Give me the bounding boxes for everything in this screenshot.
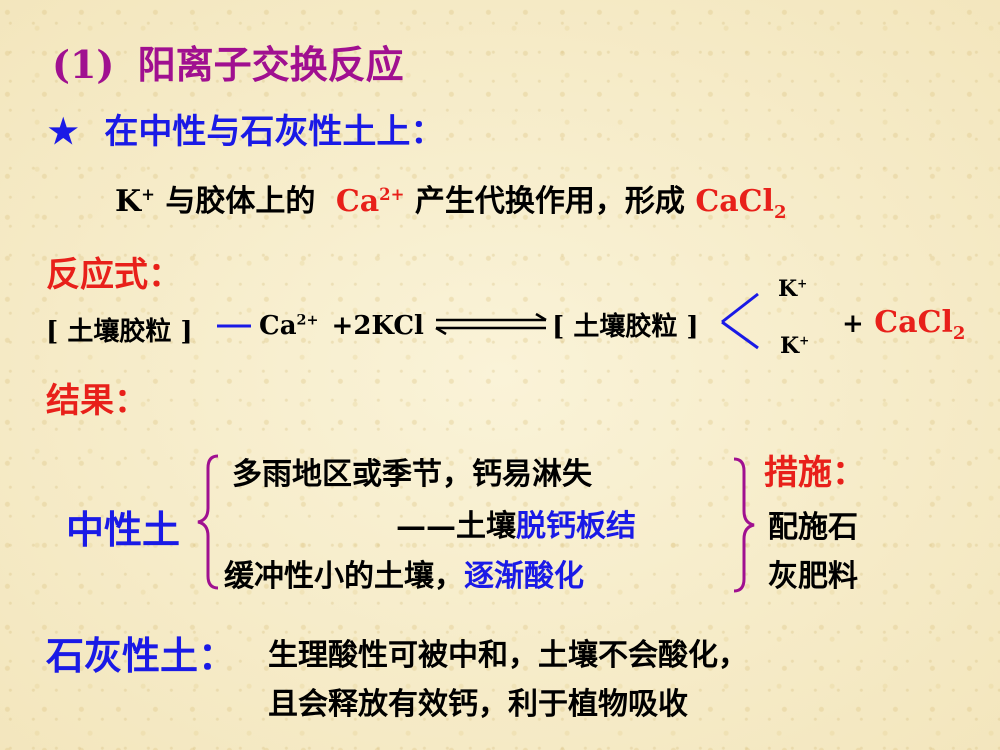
reaction-product: + CaCl2 [842, 305, 966, 344]
slide-title: (1) 阳离子交换反应 [52, 34, 404, 89]
acidification-highlight: 逐渐酸化 [464, 559, 584, 594]
section-heading: 在中性与石灰性土上： [104, 112, 445, 152]
neutral-line-2: ——土壤脱钙板结 [396, 509, 636, 544]
k-top: K+ [778, 276, 808, 302]
exchange-description: K+ 与胶体上的 Ca2+ 产生代换作用，形成 CaCl2 [115, 176, 787, 223]
star-icon: ★ [48, 112, 79, 152]
title-number: (1) [52, 42, 115, 87]
equilibrium-arrow-icon [435, 312, 547, 336]
k-charge: + [141, 185, 155, 204]
decalcification-highlight: 脱钙板结 [516, 509, 636, 544]
neutral-line-1: 多雨地区或季节，钙易淋失 [232, 457, 592, 492]
reaction-ca-reagent: Ca2+ +2KCl [259, 311, 424, 341]
description-middle: 与胶体上的 [165, 184, 316, 219]
title-text: 阳离子交换反应 [137, 42, 404, 87]
reaction-left-colloid: [ 土壤胶粒 ] [46, 317, 193, 347]
neutral-soil-label: 中性土 [66, 507, 181, 552]
ca-symbol: Ca2+ [335, 184, 405, 219]
measures-line-1: 配施石 [768, 510, 858, 545]
calcareous-line-1: 生理酸性可被中和，土壤不会酸化， [268, 638, 748, 673]
bond-lines-right [721, 292, 759, 350]
right-brace-icon [733, 457, 755, 593]
reaction-right-colloid: [ 土壤胶粒 ] [552, 312, 699, 342]
section-neutral-calcareous: ★ 在中性与石灰性土上： [48, 104, 444, 153]
left-brace-icon [197, 454, 219, 590]
calcareous-soil-label: 石灰性土： [46, 633, 237, 678]
description-tail: 产生代换作用，形成 [414, 184, 685, 219]
bond-line-left [217, 324, 251, 328]
measures-line-2: 灰肥料 [768, 559, 858, 594]
measures-label: 措施： [764, 453, 866, 493]
k-bottom: K+ [780, 333, 810, 359]
result-label: 结果： [46, 381, 148, 421]
cacl2-formula: CaCl2 [695, 184, 787, 223]
k-symbol: K [115, 184, 142, 219]
calcareous-line-2: 且会释放有效钙，利于植物吸收 [268, 687, 688, 722]
reaction-label: 反应式： [46, 255, 182, 295]
neutral-line-3: 缓冲性小的土壤，逐渐酸化 [224, 559, 584, 594]
